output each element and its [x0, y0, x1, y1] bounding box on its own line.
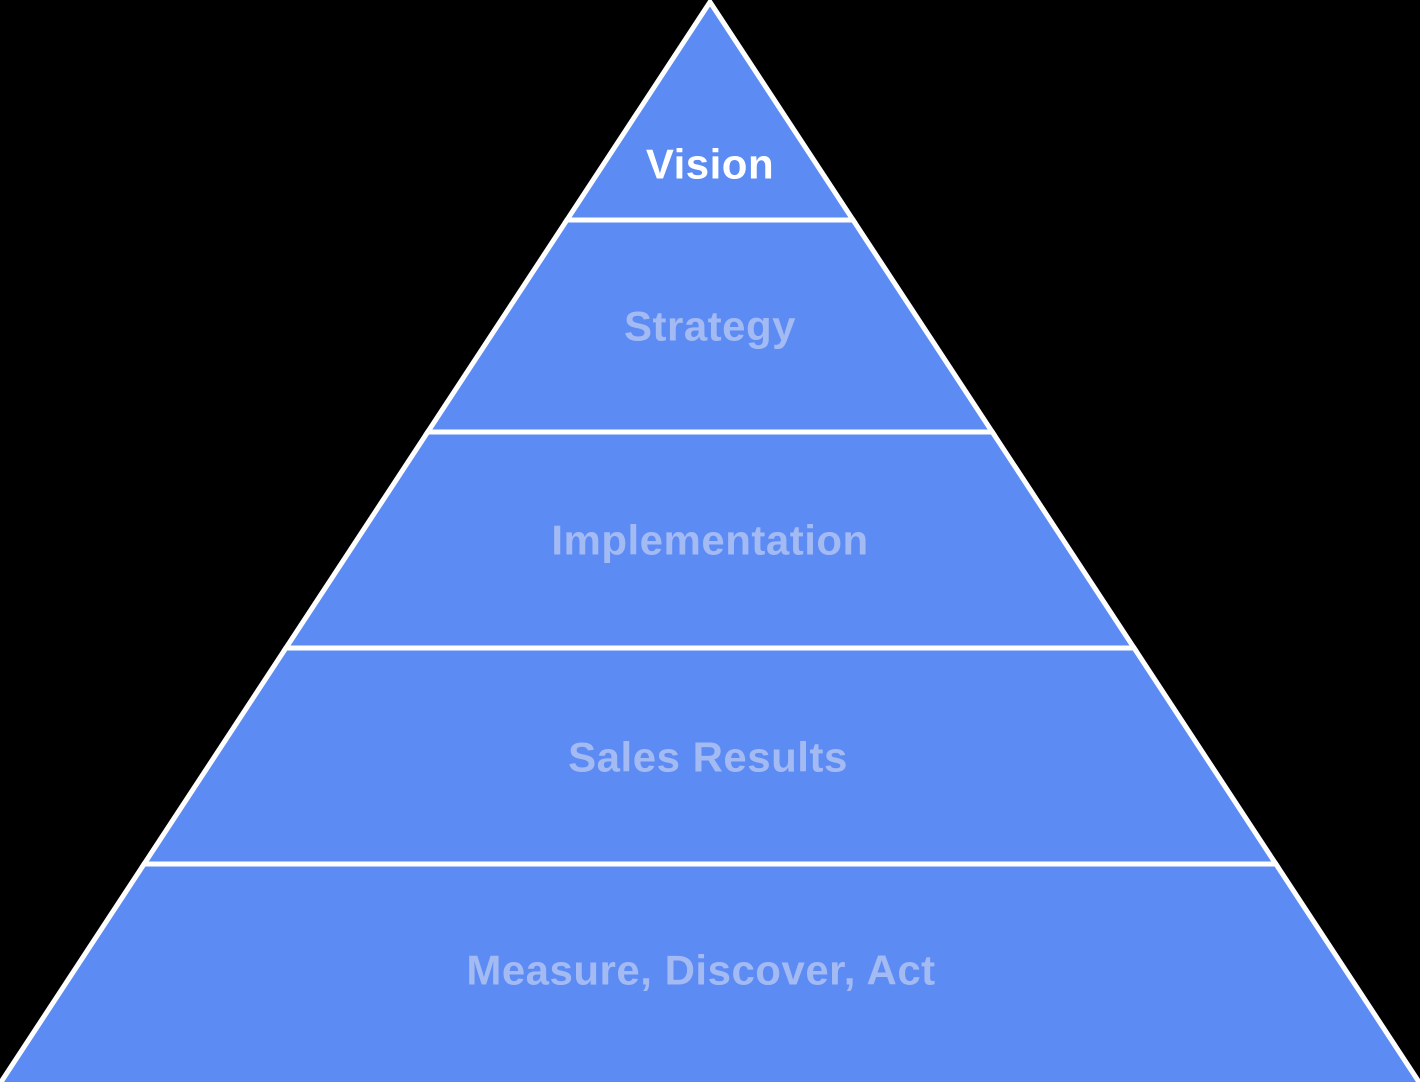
pyramid-level-vision-label: Vision — [646, 141, 774, 188]
pyramid-level-strategy: Strategy — [423, 217, 997, 435]
pyramid-level-measure-discover-act: Measure, Discover, Act — [0, 861, 1420, 1082]
pyramid-level-strategy-label: Strategy — [624, 303, 796, 350]
pyramid-level-measure-discover-act-shape — [0, 861, 1420, 1082]
pyramid-level-implementation-label: Implementation — [551, 517, 868, 564]
pyramid-level-measure-discover-act-label: Measure, Discover, Act — [466, 947, 935, 994]
pyramid-level-vision: Vision — [562, 0, 858, 223]
pyramid-level-implementation: Implementation — [281, 429, 1139, 651]
pyramid-level-sales-results: Sales Results — [139, 645, 1281, 867]
pyramid-level-sales-results-label: Sales Results — [568, 734, 848, 781]
